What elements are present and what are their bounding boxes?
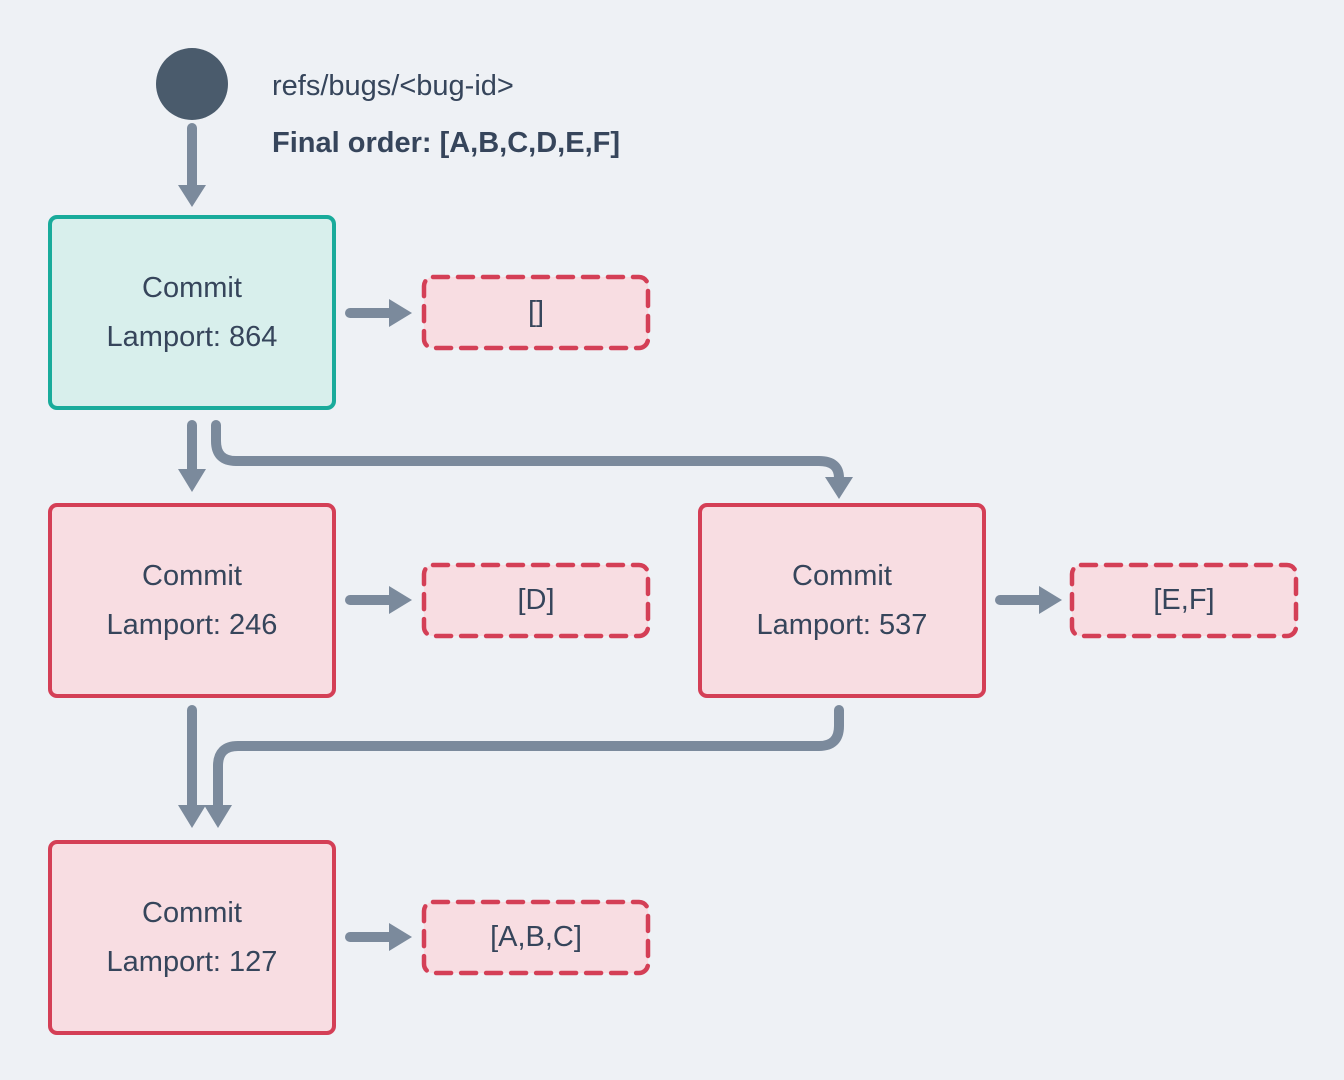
- ref-head-icon: [156, 48, 228, 120]
- arrowhead-right-to-merge: [204, 805, 232, 828]
- commit-lamport: Lamport: 864: [106, 320, 278, 353]
- commit-node-left: Commit Lamport: 246: [48, 503, 336, 698]
- operations-box-left: [421, 562, 651, 639]
- ref-name: refs/bugs/<bug-id>: [272, 70, 514, 102]
- operations-label-right: [E,F]: [1153, 584, 1215, 616]
- arrowhead-merge-to-ops: [389, 923, 412, 951]
- commit-node-right: Commit Lamport: 537: [698, 503, 986, 698]
- arrowhead-left-to-merge: [178, 805, 206, 828]
- commit-lamport: Lamport: 246: [106, 608, 278, 641]
- arrowhead-root-to-left: [178, 469, 206, 492]
- operations-label-left: [D]: [517, 584, 555, 616]
- operations-label-merge: [A,B,C]: [490, 921, 582, 953]
- final-order-label: Final order: [A,B,C,D,E,F]: [272, 127, 620, 159]
- commit-title: Commit: [142, 559, 242, 592]
- operations-box-root: [421, 274, 651, 351]
- arrowhead-left-to-ops: [389, 586, 412, 614]
- commit-node-root: Commit Lamport: 864: [48, 215, 336, 410]
- edge-right-to-merge: [213, 705, 844, 810]
- commit-lamport: Lamport: 537: [756, 608, 928, 641]
- edge-root-to-right: [211, 420, 844, 483]
- operations-box-merge: [421, 899, 651, 976]
- commit-title: Commit: [792, 559, 892, 592]
- arrowhead-right-to-ops: [1039, 586, 1062, 614]
- arrowhead-ref-to-root: [178, 185, 206, 207]
- operations-label-root: []: [527, 296, 545, 328]
- operations-box-right: [1069, 562, 1299, 639]
- arrowhead-root-to-ops: [389, 299, 412, 327]
- commit-node-merge: Commit Lamport: 127: [48, 840, 336, 1035]
- commit-lamport: Lamport: 127: [106, 945, 278, 978]
- commit-title: Commit: [142, 896, 242, 929]
- arrowhead-root-to-right: [825, 477, 853, 499]
- commit-title: Commit: [142, 271, 242, 304]
